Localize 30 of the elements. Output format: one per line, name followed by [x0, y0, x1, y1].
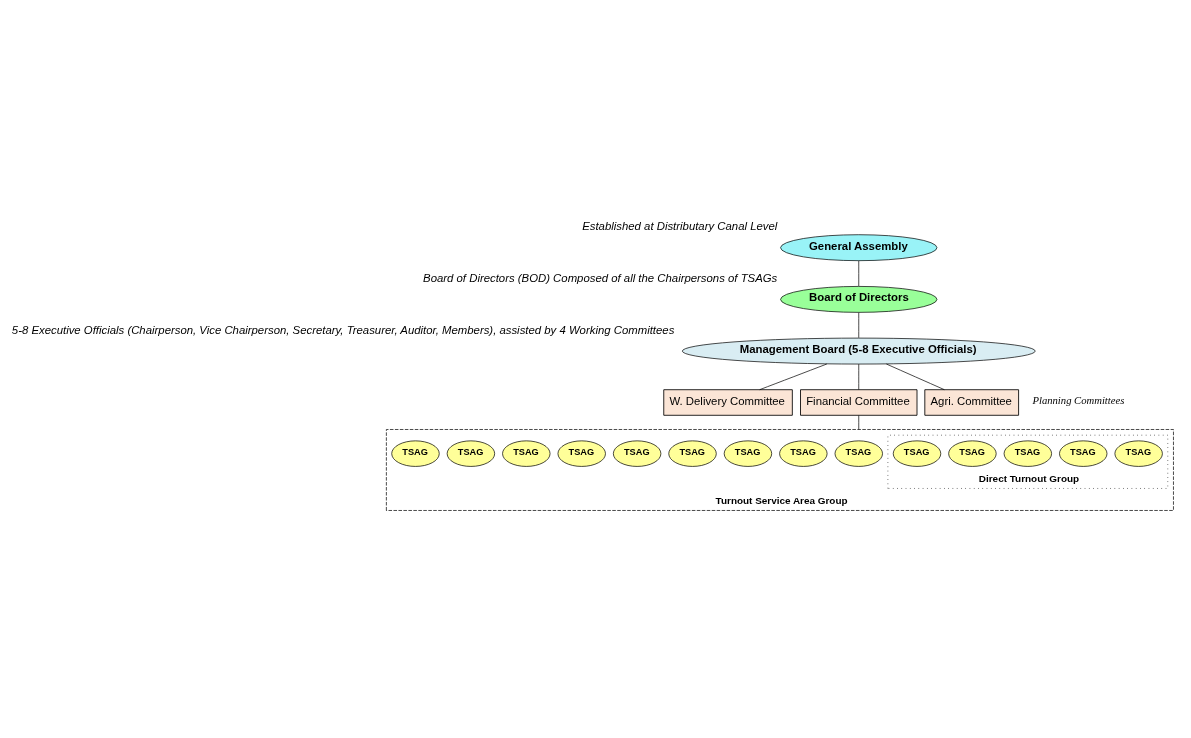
label: Planning Committees: [1032, 395, 1125, 407]
node-label: Board of Directors (BOD) Composed of all the Chairpersons of TSAGs: [423, 271, 778, 284]
node-ellipse: TSAG: [613, 440, 662, 467]
node-ellipse: TSAG: [446, 440, 496, 467]
connector: [886, 363, 945, 391]
node-ellipse: General Assembly: [780, 234, 938, 262]
connector: [858, 312, 860, 339]
node-label: 5-8 Executive Officials (Chairperson, Vice Chairperson, Secretary, Treasurer, Auditor, Members), assisted by 4 Working Committees: [11, 323, 675, 336]
connector: [858, 415, 860, 430]
node-ellipse: TSAG: [502, 440, 551, 467]
node-ellipse: TSAG: [1059, 440, 1108, 467]
node-ellipse: TSAG: [723, 440, 773, 467]
node-ellipse: TSAG: [1003, 440, 1052, 467]
node-ellipse: TSAG: [668, 440, 717, 467]
node-box: Financial Committee: [800, 389, 918, 416]
connector: [759, 363, 828, 391]
node-ellipse: TSAG: [892, 440, 942, 467]
node-ellipse: TSAG: [391, 440, 440, 467]
node-ellipse: TSAG: [1114, 440, 1163, 467]
node-ellipse: TSAG: [779, 440, 828, 467]
node-ellipse: Board of Directors: [780, 286, 938, 313]
connector: [858, 260, 860, 287]
node-ellipse: TSAG: [834, 440, 883, 467]
node-box: Agri. Committee: [924, 389, 1020, 416]
connector: [858, 363, 860, 390]
node-ellipse: TSAG: [557, 440, 606, 467]
node-label: Established at Distributary Canal Level: [582, 220, 778, 233]
node-box: W. Delivery Committee: [663, 389, 793, 416]
node-ellipse: TSAG: [948, 440, 997, 467]
node-ellipse: Management Board (5-8 Executive Officials): [681, 337, 1036, 365]
